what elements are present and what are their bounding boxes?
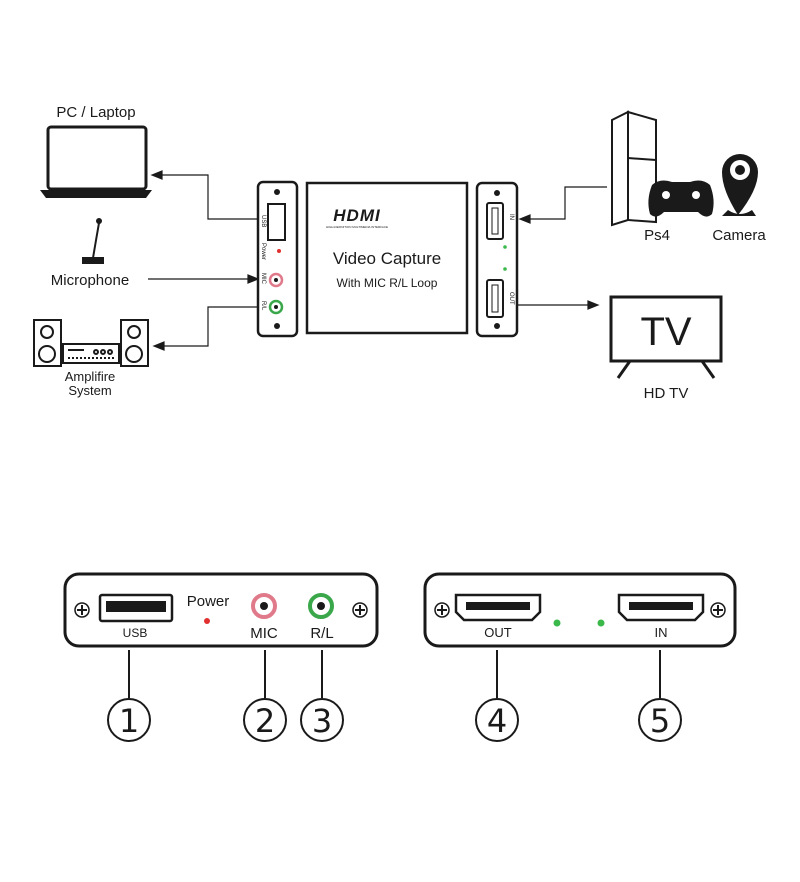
callout-3: 3 xyxy=(300,698,344,742)
hdmi-logo: HDMI xyxy=(333,206,381,225)
callout-5: 5 xyxy=(638,698,682,742)
usb-port-icon xyxy=(98,593,174,623)
camera-icon xyxy=(722,154,758,216)
mic-jack-icon xyxy=(251,593,277,619)
callout-1-number: 1 xyxy=(119,702,139,740)
right-panel-out-label: OUT xyxy=(508,292,514,305)
left-side-panel xyxy=(256,180,299,338)
front-panel xyxy=(63,572,379,648)
microphone-label: Microphone xyxy=(51,272,129,289)
left-panel-rl-label: R/L xyxy=(260,301,266,311)
screw-icon xyxy=(352,602,368,618)
amplifier-label-line1: Amplifire xyxy=(65,369,116,384)
back-out-label: OUT xyxy=(484,625,512,640)
back-in-label: IN xyxy=(655,625,668,640)
ps4-console-icon xyxy=(611,110,657,227)
callout-2-number: 2 xyxy=(255,702,275,740)
callout-1: 1 xyxy=(107,698,151,742)
screw-icon xyxy=(710,602,726,618)
callout-4-number: 4 xyxy=(487,702,507,740)
box-subtitle: With MIC R/L Loop xyxy=(337,276,438,290)
gamepad-icon xyxy=(648,180,714,217)
power-led xyxy=(204,618,210,624)
screw-icon xyxy=(434,602,450,618)
right-connection-lines xyxy=(517,186,607,310)
front-mic-label: MIC xyxy=(250,625,278,642)
video-capture-box xyxy=(305,181,469,335)
callout-4: 4 xyxy=(475,698,519,742)
rl-jack-icon xyxy=(308,593,334,619)
screw-icon xyxy=(74,602,90,618)
status-led xyxy=(553,619,561,627)
callout-5-number: 5 xyxy=(650,702,670,740)
left-panel-usb-label: USB xyxy=(260,215,266,227)
hdmi-logo-small: HIGH-DEFINITION MULTIMEDIA INTERFACE xyxy=(326,225,388,229)
microphone-icon xyxy=(82,218,104,264)
callout-3-number: 3 xyxy=(312,702,332,740)
right-side-panel xyxy=(475,181,519,338)
laptop-icon xyxy=(40,125,152,198)
hd-tv-label: HD TV xyxy=(644,385,689,402)
status-led xyxy=(597,619,605,627)
amplifier-label-line2: System xyxy=(68,383,111,398)
left-connection-lines xyxy=(148,170,260,351)
left-panel-mic-label: MIC xyxy=(260,273,266,285)
front-rl-label: R/L xyxy=(310,625,333,642)
camera-label: Camera xyxy=(712,227,766,244)
ps4-label: Ps4 xyxy=(644,227,670,244)
right-panel-in-label: IN xyxy=(508,214,514,220)
box-title: Video Capture xyxy=(333,249,441,268)
callout-lines xyxy=(128,650,661,698)
front-power-label: Power xyxy=(187,593,230,610)
back-panel xyxy=(423,572,737,648)
hdmi-out-port-icon xyxy=(454,593,542,622)
front-usb-label: USB xyxy=(123,626,148,640)
tv-screen-text: TV xyxy=(640,310,691,354)
amplifier-icon xyxy=(33,319,149,367)
pc-laptop-label: PC / Laptop xyxy=(56,104,135,121)
tv-icon xyxy=(609,295,723,379)
left-panel-power-label: Power xyxy=(260,243,266,260)
hdmi-in-port-icon xyxy=(617,593,705,622)
callout-2: 2 xyxy=(243,698,287,742)
